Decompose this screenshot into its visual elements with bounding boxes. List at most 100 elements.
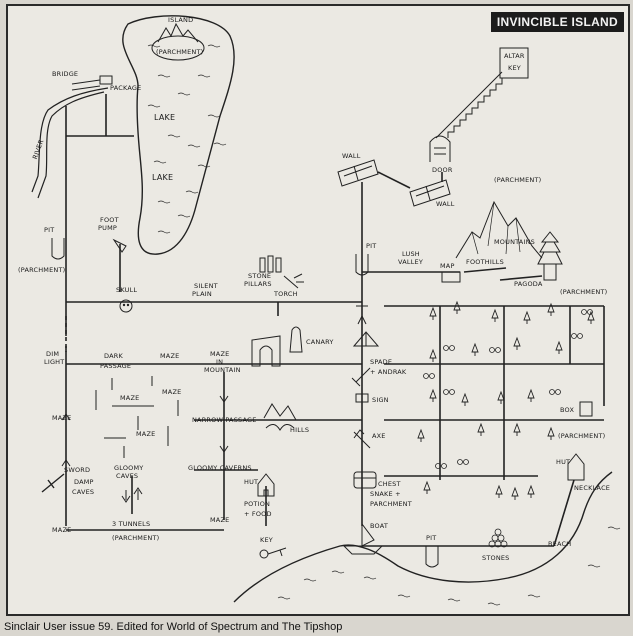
label-sign: SIGN bbox=[372, 396, 389, 404]
label-spade: SPADE bbox=[370, 358, 392, 366]
package-icon bbox=[99, 75, 113, 85]
label-axe: AXE bbox=[372, 432, 386, 440]
label-lush-valley: LUSH bbox=[402, 250, 420, 258]
label-stone-pillars: STONE bbox=[248, 272, 271, 280]
label-maze-1: MAZE bbox=[160, 352, 179, 360]
label-wall-1: WALL bbox=[342, 152, 361, 160]
label-maze-3: MAZE bbox=[120, 394, 139, 402]
label-hills: HILLS bbox=[290, 426, 309, 434]
label-gloomy-caves: GLOOMY bbox=[114, 464, 143, 472]
skull-icon bbox=[119, 299, 133, 313]
hut-mid-icon bbox=[257, 473, 275, 497]
label-parchment-box: (PARCHMENT) bbox=[558, 432, 605, 440]
map-paths bbox=[65, 94, 605, 547]
label-river: RIVER bbox=[31, 138, 46, 160]
label-chest-3: PARCHMENT bbox=[370, 500, 412, 508]
label-andrak: + ANDRAK bbox=[370, 368, 407, 376]
credit-caption: Sinclair User issue 59. Edited for World… bbox=[4, 621, 343, 633]
label-dim-light-2: LIGHT bbox=[44, 358, 64, 366]
label-dark-passage: DARK bbox=[104, 352, 123, 360]
label-silent-plain-2: PLAIN bbox=[192, 290, 212, 298]
map-drawing: ISLAND (PARCHMENT) LAKE LAKE RIVER BRIDG… bbox=[18, 15, 621, 606]
label-maze-in-mountain-2: IN bbox=[216, 358, 223, 366]
label-sword: SWORD bbox=[64, 466, 90, 474]
label-parchment-island: (PARCHMENT) bbox=[156, 48, 203, 56]
label-beach: BEACH bbox=[548, 540, 571, 548]
label-pit-bottom: PIT bbox=[426, 534, 436, 542]
foot-pump-icon bbox=[112, 238, 127, 253]
label-box: BOX bbox=[560, 406, 574, 414]
label-silent-plain: SILENT bbox=[194, 282, 218, 290]
sword-icon bbox=[41, 473, 65, 493]
label-boat: BOAT bbox=[370, 522, 388, 530]
island-mountain-icon bbox=[157, 22, 199, 43]
torch-icon bbox=[283, 273, 304, 289]
wall-right-icon bbox=[409, 179, 451, 207]
spade-icon bbox=[351, 367, 371, 387]
label-three-tunnels: 3 TUNNELS bbox=[112, 520, 150, 528]
lake-ripples bbox=[147, 44, 227, 234]
label-parchment-tunnels: (PARCHMENT) bbox=[112, 534, 159, 542]
bridge-icon bbox=[71, 79, 101, 91]
pit-mid-icon bbox=[355, 254, 369, 276]
label-damp-caves: DAMP bbox=[74, 478, 94, 486]
label-lake-2: LAKE bbox=[152, 173, 173, 182]
label-dim-light: DIM bbox=[46, 350, 59, 358]
pagoda-icon bbox=[537, 231, 563, 281]
label-wall-2: WALL bbox=[436, 200, 455, 208]
pit-bottom-icon bbox=[425, 546, 439, 568]
river bbox=[37, 91, 105, 199]
label-mountains: MOUNTAINS bbox=[494, 238, 535, 246]
door-icon bbox=[429, 135, 451, 162]
hills-icon bbox=[263, 403, 297, 421]
label-stone-pillars-2: PILLARS bbox=[244, 280, 272, 288]
label-package: PACKAGE bbox=[110, 84, 141, 92]
chest-icon bbox=[353, 471, 377, 489]
figure-icon bbox=[356, 300, 368, 325]
label-maze-7: MAZE bbox=[210, 516, 229, 524]
label-necklace: NECKLACE bbox=[574, 484, 610, 492]
label-potion: POTION bbox=[244, 500, 270, 508]
forest-trees bbox=[417, 300, 595, 500]
label-key: KEY bbox=[260, 536, 273, 544]
lake-outline bbox=[122, 15, 235, 255]
label-stones: STONES bbox=[482, 554, 510, 562]
maze-walls bbox=[95, 376, 179, 458]
stairs bbox=[435, 71, 503, 139]
label-chest-2: SNAKE + bbox=[370, 490, 401, 498]
wall-left-icon bbox=[337, 159, 379, 187]
label-torch: TORCH bbox=[273, 290, 298, 298]
label-altar: ALTAR bbox=[504, 52, 525, 60]
label-lake-1: LAKE bbox=[154, 113, 175, 122]
label-canary: CANARY bbox=[306, 338, 334, 346]
map-title: INVINCIBLE ISLAND bbox=[490, 12, 624, 32]
label-hut-mid: HUT bbox=[244, 478, 258, 486]
map-icon bbox=[441, 271, 461, 283]
label-parchment-pagoda: (PARCHMENT) bbox=[560, 288, 607, 296]
label-gloomy-caves-2: CAVES bbox=[116, 472, 138, 480]
boat-icon bbox=[342, 522, 384, 555]
key-icon bbox=[259, 547, 287, 559]
mountains-icon bbox=[455, 200, 543, 259]
label-foot-pump: FOOT bbox=[100, 216, 119, 224]
label-maze-in-mountain-3: MOUNTAIN bbox=[204, 366, 241, 374]
arrows bbox=[61, 386, 229, 503]
stone-pillars-icon bbox=[259, 255, 282, 273]
island-ellipse bbox=[151, 35, 205, 61]
label-foot-pump-2: PUMP bbox=[98, 224, 117, 232]
hut-right-icon bbox=[567, 453, 585, 481]
label-skull: SKULL bbox=[116, 286, 137, 294]
label-potion-2: + FOOD bbox=[244, 510, 272, 518]
label-hut-right: HUT bbox=[556, 458, 570, 466]
label-maze-6: MAZE bbox=[52, 526, 71, 534]
label-chest: CHEST bbox=[378, 480, 401, 488]
label-maze-4: MAZE bbox=[52, 414, 71, 422]
forest-bushes bbox=[423, 309, 593, 469]
label-parchment-mtn: (PARCHMENT) bbox=[494, 176, 541, 184]
label-lush-valley-2: VALLEY bbox=[398, 258, 423, 266]
pit-left-icon bbox=[51, 238, 65, 260]
canary-icon bbox=[289, 326, 303, 353]
label-maze-2: MAZE bbox=[162, 388, 181, 396]
label-bridge: BRIDGE bbox=[52, 70, 78, 78]
label-key-altar: KEY bbox=[508, 64, 521, 72]
